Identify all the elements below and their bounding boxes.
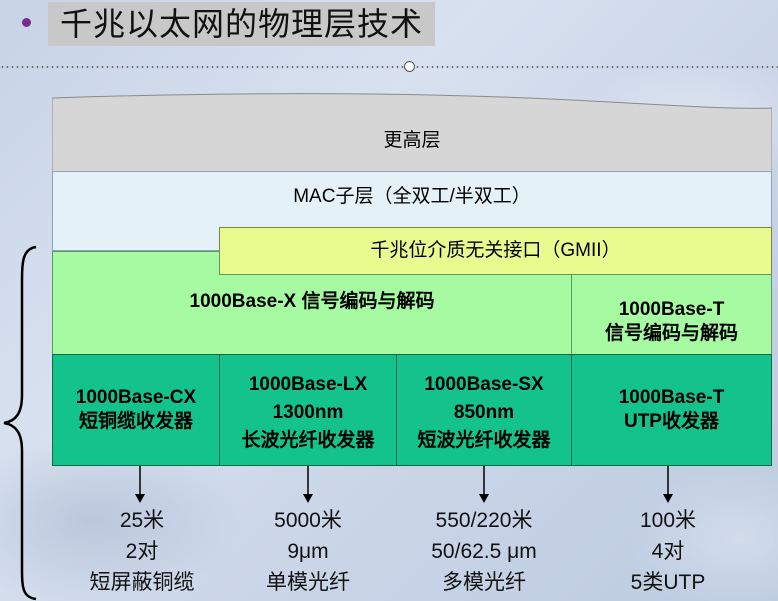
mac-sublayer-label: MAC子层（全双工/半双工） xyxy=(293,186,531,207)
media-sx: 550/220米 50/62.5 μm 多模光纤 xyxy=(404,505,564,598)
media-cx-pairs: 2对 xyxy=(125,540,159,563)
media-t-pairs: 4对 xyxy=(651,540,685,563)
dotted-divider xyxy=(0,66,778,68)
media-lx: 5000米 9μm 单模光纤 xyxy=(228,505,388,598)
media-cx-type: 短屏蔽铜缆 xyxy=(89,571,195,594)
media-sx-type: 多模光纤 xyxy=(442,571,526,594)
slide-title-box: 千兆以太网的物理层技术 xyxy=(48,2,436,46)
media-t: 100米 4对 5类UTP xyxy=(588,505,748,598)
media-t-distance: 100米 xyxy=(639,509,697,532)
media-sx-distance: 550/220米 xyxy=(435,509,533,532)
media-cx: 25米 2对 短屏蔽铜缆 xyxy=(62,505,222,598)
coding-t-line-1: 1000Base-T xyxy=(618,298,725,320)
rotate-handle-icon[interactable] xyxy=(404,61,415,72)
gmii-layer: 千兆位介质无关接口（GMII） xyxy=(219,227,772,275)
arrow-down-icon xyxy=(479,466,489,503)
transceiver-lx: 1000Base-LX 1300nm 长波光纤收发器 xyxy=(219,354,397,466)
transceiver-cx-line-1: 1000Base-CX xyxy=(75,387,197,408)
transceiver-sx: 1000Base-SX 850nm 短波光纤收发器 xyxy=(396,354,572,466)
media-lx-distance: 5000米 xyxy=(274,509,342,532)
mac-sublayer: MAC子层（全双工/半双工） xyxy=(52,171,772,228)
coding-x-label: 1000Base-X 信号编码与解码 xyxy=(189,291,435,312)
arrow-down-icon xyxy=(303,466,313,503)
transceiver-lx-line-2: 1300nm xyxy=(272,402,344,423)
upper-layer-label: 更高层 xyxy=(383,130,441,151)
transceiver-lx-line-3: 长波光纤收发器 xyxy=(241,430,375,451)
media-lx-core: 9μm xyxy=(287,540,329,563)
transceiver-t-line-2: UTP收发器 xyxy=(623,411,719,432)
media-cx-distance: 25米 xyxy=(119,509,165,532)
transceiver-sx-line-3: 短波光纤收发器 xyxy=(417,430,551,451)
curly-brace-icon xyxy=(3,245,37,601)
arrow-down-icon xyxy=(135,466,145,503)
media-sx-core: 50/62.5 μm xyxy=(431,540,537,563)
transceiver-t: 1000Base-T UTP收发器 xyxy=(571,354,772,466)
upper-layer-shape xyxy=(52,93,772,172)
coding-t-line-2: 信号编码与解码 xyxy=(604,322,738,344)
transceiver-cx: 1000Base-CX 短铜缆收发器 xyxy=(52,354,220,466)
coding-x: 1000Base-X 信号编码与解码 xyxy=(52,276,572,328)
transceiver-t-line-1: 1000Base-T xyxy=(618,387,725,408)
title-bullet-icon xyxy=(22,18,31,27)
arrow-down-icon xyxy=(663,466,673,503)
transceiver-lx-line-1: 1000Base-LX xyxy=(248,374,368,395)
mac-sublayer-left-tail xyxy=(52,227,220,251)
transceiver-cx-line-2: 短铜缆收发器 xyxy=(78,411,193,432)
transceiver-sx-line-1: 1000Base-SX xyxy=(424,374,544,395)
upper-layer: 更高层 xyxy=(52,112,772,170)
media-lx-type: 单模光纤 xyxy=(266,571,350,594)
transceiver-sx-line-2: 850nm xyxy=(453,402,515,423)
coding-t: 1000Base-T 信号编码与解码 xyxy=(571,274,772,355)
media-t-type: 5类UTP xyxy=(630,571,706,594)
gmii-label: 千兆位介质无关接口（GMII） xyxy=(370,240,621,261)
slide-title: 千兆以太网的物理层技术 xyxy=(60,5,424,43)
